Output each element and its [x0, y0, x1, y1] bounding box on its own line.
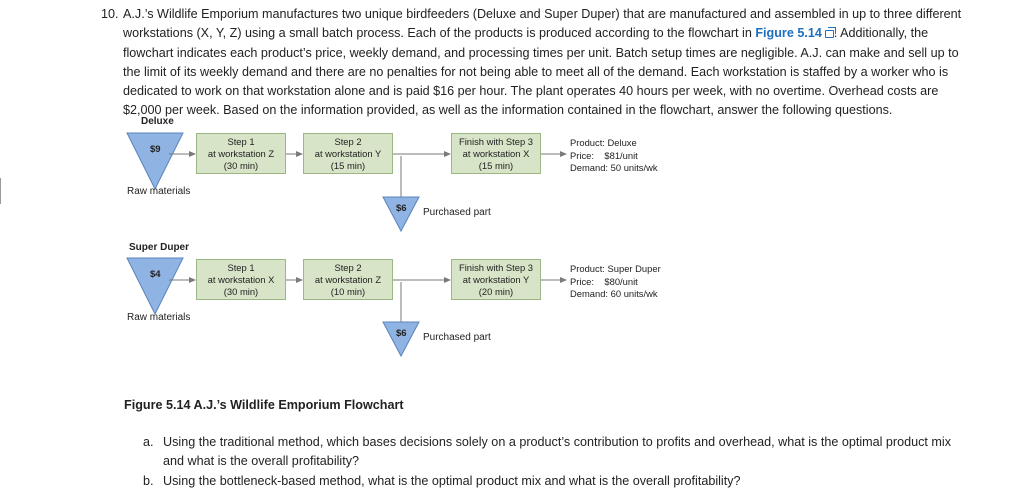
figure-caption: Figure 5.14 A.J.’s Wildlife Emporium Flo…	[124, 398, 404, 412]
super-product-info: Product: Super Duper Price: $80/unit Dem…	[570, 263, 661, 299]
super-purchased-label: Purchased part	[423, 332, 491, 343]
deluxe-raw-label: Raw materials	[127, 186, 191, 197]
super-raw-triangle	[126, 257, 184, 316]
super-purchased-cost: $6	[396, 328, 407, 339]
problem-text: A.J.’s Wildlife Emporium manufactures tw…	[123, 7, 962, 118]
deluxe-raw-cost: $9	[150, 144, 161, 155]
question-letter: a.	[143, 435, 154, 449]
deluxe-purchased-cost: $6	[396, 203, 407, 214]
question-b: b. Using the bottleneck-based method, wh…	[143, 472, 973, 491]
deluxe-product-info: Product: Deluxe Price: $81/unit Demand: …	[570, 137, 658, 173]
deluxe-title: Deluxe	[141, 116, 174, 127]
super-raw-label: Raw materials	[127, 312, 191, 323]
deluxe-purchased-label: Purchased part	[423, 207, 491, 218]
question-text: Using the bottleneck-based method, what …	[163, 473, 741, 488]
deluxe-raw-triangle	[126, 132, 184, 191]
page-edge	[0, 178, 1, 204]
super-raw-cost: $4	[150, 269, 161, 280]
problem-statement: 10. A.J.’s Wildlife Emporium manufacture…	[101, 5, 971, 121]
question-a: a. Using the traditional method, which b…	[143, 433, 973, 472]
super-title: Super Duper	[129, 242, 190, 253]
problem-number: 10.	[101, 7, 119, 21]
question-list: a. Using the traditional method, which b…	[143, 433, 973, 491]
external-link-icon	[824, 27, 836, 39]
figure-link[interactable]: Figure 5.14	[755, 26, 836, 40]
question-text: Using the traditional method, which base…	[163, 435, 952, 469]
question-letter: b.	[143, 473, 154, 488]
